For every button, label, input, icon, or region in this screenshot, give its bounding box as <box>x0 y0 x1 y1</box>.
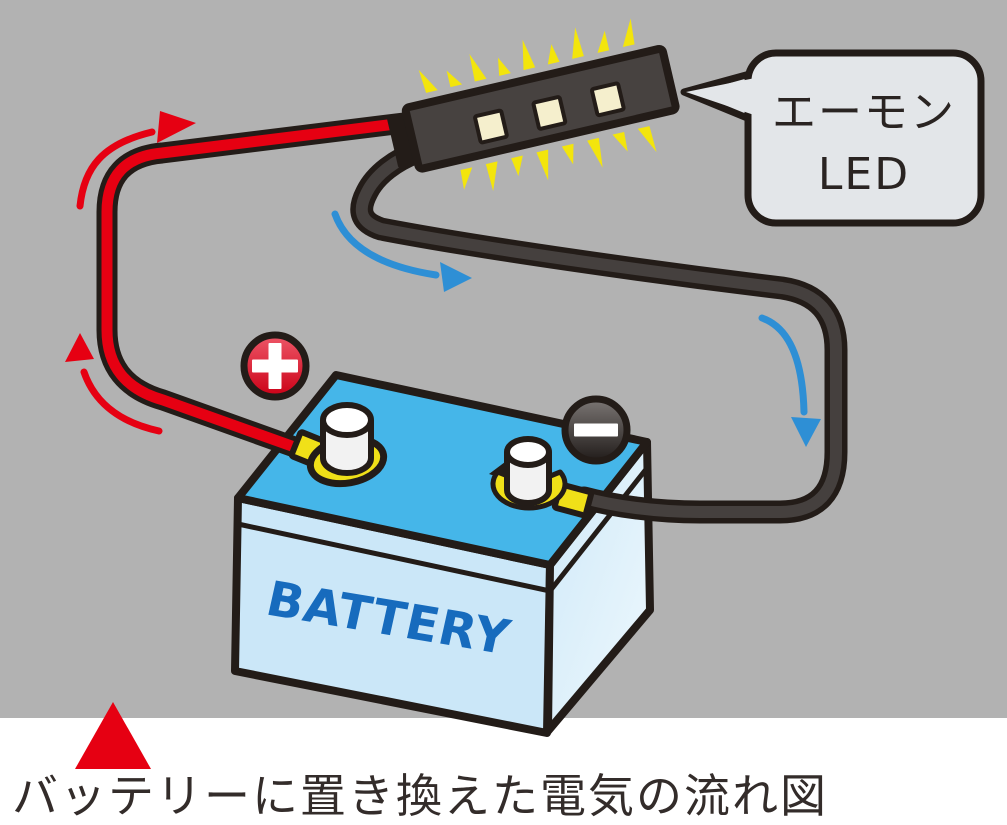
callout-bubble: エーモン LED <box>680 49 985 227</box>
negative-wire <box>350 140 848 524</box>
callout-line2: LED <box>818 149 910 200</box>
positive-flow-arrows <box>65 111 196 435</box>
callout-line1: エーモン <box>772 87 956 138</box>
positive-wire <box>96 111 423 460</box>
plus-badge-icon <box>240 331 310 401</box>
led-strip <box>387 18 680 192</box>
negative-terminal <box>489 436 595 519</box>
caption-text: バッテリーに置き換えた電気の流れ図 <box>12 769 828 823</box>
footer-background <box>0 718 1007 825</box>
positive-terminal-post <box>320 402 374 476</box>
flow-arrow-up-right <box>76 128 156 210</box>
led-chips <box>473 81 626 145</box>
flow-arrowhead <box>157 111 196 143</box>
negative-terminal-post <box>504 436 552 506</box>
flow-arrow-down <box>758 314 808 416</box>
led-chip-icon <box>473 108 509 145</box>
led-chip-icon <box>531 95 568 131</box>
caption-marker-icon <box>75 702 151 769</box>
flow-arrow-up <box>80 368 163 435</box>
negative-flow-arrows <box>331 210 821 447</box>
led-chip-icon <box>590 81 626 118</box>
flow-arrow-right <box>331 210 440 279</box>
positive-terminal <box>288 402 388 488</box>
minus-badge-icon <box>561 395 631 465</box>
flow-arrowhead <box>791 417 821 447</box>
battery-bevel-line-side <box>548 466 649 593</box>
battery-bevel-line-front <box>237 521 551 594</box>
glow-sparkles-icon <box>418 18 657 192</box>
flow-arrowhead <box>440 262 472 292</box>
flow-arrowhead <box>65 333 94 362</box>
